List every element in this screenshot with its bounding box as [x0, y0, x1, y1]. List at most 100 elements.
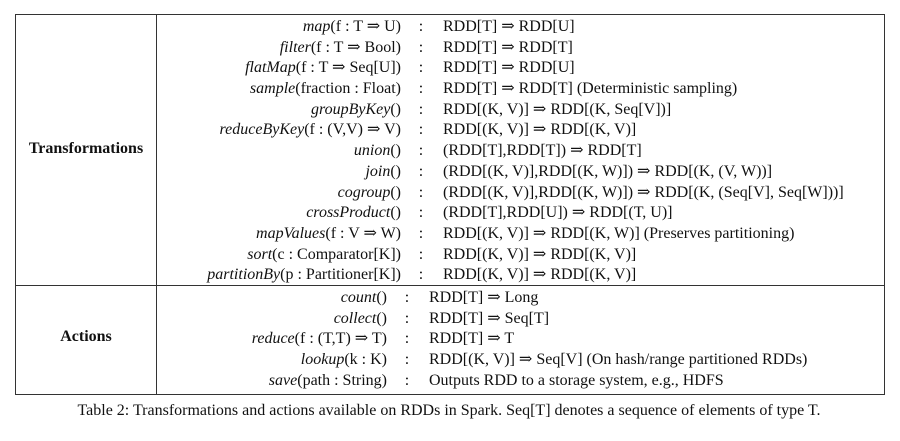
type-separator: : — [418, 266, 424, 284]
operation-name: join — [365, 162, 391, 180]
table-row: lookup(k : K) : RDD[(K, V)] ⇒ Seq[V] (On… — [156, 350, 884, 371]
actions-section: Actions count() : RDD[T] ⇒ Long collect(… — [16, 285, 884, 394]
type-separator: : — [418, 162, 424, 180]
operation-type: RDD[T] ⇒ RDD[U] — [443, 59, 575, 77]
operation-type: RDD[(K, V)] ⇒ RDD[(K, Seq[V])] — [443, 100, 672, 118]
type-separator: : — [404, 309, 410, 327]
table-row: flatMap(f : T ⇒ Seq[U]) : RDD[T] ⇒ RDD[U… — [156, 58, 884, 79]
operation-name: groupByKey — [310, 100, 391, 118]
operation-signature: filter(f : T ⇒ Bool) — [156, 38, 401, 59]
operation-args: () — [390, 100, 401, 118]
operation-name: sample — [249, 80, 296, 98]
table-row: crossProduct() : (RDD[T],RDD[U]) ⇒ RDD[(… — [156, 203, 884, 224]
type-separator: : — [404, 289, 410, 306]
table-row: save(path : String) : Outputs RDD to a s… — [156, 371, 884, 392]
operation-signature: sample(fraction : Float) — [156, 79, 401, 100]
operation-signature: save(path : String) — [156, 371, 387, 392]
type-separator: : — [418, 183, 424, 201]
table-row: reduce(f : (T,T) ⇒ T) : RDD[T] ⇒ T — [156, 329, 884, 350]
operation-signature: reduce(f : (T,T) ⇒ T) — [156, 329, 387, 350]
operation-args: (f : V ⇒ W) — [325, 224, 401, 242]
table-caption: Table 2: Transformations and actions ava… — [77, 402, 821, 419]
operation-signature: groupByKey() — [156, 100, 401, 121]
transformations-section: Transformations map(f : T ⇒ U) : RDD[T] … — [16, 15, 884, 285]
table-row: map(f : T ⇒ U) : RDD[T] ⇒ RDD[U] — [156, 17, 884, 38]
operation-signature: cogroup() — [156, 183, 401, 204]
operation-args: (p : Partitioner[K]) — [280, 266, 401, 284]
transformations-rows: map(f : T ⇒ U) : RDD[T] ⇒ RDD[U] filter(… — [156, 17, 884, 286]
type-separator: : — [404, 371, 410, 389]
column-divider — [156, 15, 157, 285]
type-separator: : — [418, 224, 424, 242]
operation-name: collect — [333, 309, 377, 327]
transformations-label: Transformations — [28, 140, 144, 157]
operation-type: Outputs RDD to a storage system, e.g., H… — [429, 371, 724, 389]
operation-args: (f : (V,V) ⇒ V) — [304, 121, 401, 139]
rdd-operations-table: Transformations map(f : T ⇒ U) : RDD[T] … — [15, 14, 885, 395]
type-separator: : — [418, 204, 424, 222]
table-row: sample(fraction : Float) : RDD[T] ⇒ RDD[… — [156, 79, 884, 100]
operation-signature: crossProduct() — [156, 203, 401, 224]
operation-name: reduce — [251, 330, 295, 348]
operation-args: () — [390, 204, 401, 222]
operation-signature: sort(c : Comparator[K]) — [156, 245, 401, 266]
operation-name: mapValues — [256, 224, 326, 242]
table-row: partitionBy(p : Partitioner[K]) : RDD[(K… — [156, 265, 884, 286]
operation-name: flatMap — [245, 59, 296, 77]
operation-signature: count() — [156, 288, 387, 309]
operation-args: (f : (T,T) ⇒ T) — [294, 330, 387, 348]
table-row: mapValues(f : V ⇒ W) : RDD[(K, V)] ⇒ RDD… — [156, 224, 884, 245]
operation-name: map — [302, 18, 331, 35]
table-row: reduceByKey(f : (V,V) ⇒ V) : RDD[(K, V)]… — [156, 120, 884, 141]
operation-type: (RDD[T],RDD[T]) ⇒ RDD[T] — [443, 142, 642, 160]
operation-name: cogroup — [337, 183, 391, 201]
operation-name: lookup — [300, 351, 345, 369]
table-row: join() : (RDD[(K, V)],RDD[(K, W)]) ⇒ RDD… — [156, 162, 884, 183]
operation-args: () — [376, 309, 387, 327]
operation-signature: reduceByKey(f : (V,V) ⇒ V) — [156, 120, 402, 141]
operation-type: RDD[(K, V)] ⇒ RDD[(K, W)] (Preserves par… — [443, 224, 795, 242]
type-separator: : — [418, 18, 424, 35]
column-divider — [156, 286, 157, 394]
operation-name: sort — [247, 245, 273, 263]
table-row: cogroup() : (RDD[(K, V)],RDD[(K, W)]) ⇒ … — [156, 183, 884, 204]
type-separator: : — [418, 100, 424, 118]
operation-type: RDD[(K, V)] ⇒ RDD[(K, V)] — [443, 266, 637, 284]
operation-args: (fraction : Float) — [295, 80, 401, 98]
type-separator: : — [404, 351, 410, 369]
operation-name: reduceByKey — [219, 121, 305, 139]
type-separator: : — [418, 80, 424, 98]
operation-type: RDD[T] ⇒ RDD[U] — [443, 18, 575, 35]
operation-args: (path : String) — [297, 371, 387, 389]
operation-name: crossProduct — [306, 204, 391, 222]
type-separator: : — [418, 59, 424, 77]
table-row: collect() : RDD[T] ⇒ Seq[T] — [156, 309, 884, 330]
type-separator: : — [418, 142, 424, 160]
operation-type: RDD[(K, V)] ⇒ RDD[(K, V)] — [443, 121, 637, 139]
type-separator: : — [418, 38, 424, 56]
operation-signature: flatMap(f : T ⇒ Seq[U]) — [156, 58, 401, 79]
table-row: filter(f : T ⇒ Bool) : RDD[T] ⇒ RDD[T] — [156, 38, 884, 59]
operation-name: save — [268, 371, 298, 389]
operation-type: RDD[T] ⇒ Long — [429, 289, 539, 306]
operation-args: () — [376, 289, 387, 306]
operation-signature: mapValues(f : V ⇒ W) — [156, 224, 401, 245]
operation-args: (c : Comparator[K]) — [272, 245, 401, 263]
operation-args: (k : K) — [344, 351, 387, 369]
operation-type: RDD[(K, V)] ⇒ RDD[(K, V)] — [443, 245, 637, 263]
type-separator: : — [404, 330, 410, 348]
operation-args: () — [390, 183, 401, 201]
operation-args: () — [390, 142, 401, 160]
actions-label: Actions — [60, 328, 112, 345]
type-separator: : — [418, 245, 424, 263]
operation-args: (f : T ⇒ Seq[U]) — [295, 59, 401, 77]
operation-signature: join() — [156, 162, 401, 183]
operation-type: RDD[(K, V)] ⇒ Seq[V] (On hash/range part… — [429, 351, 808, 369]
operation-signature: union() — [156, 141, 401, 162]
operation-type: (RDD[(K, V)],RDD[(K, W)]) ⇒ RDD[(K, (V, … — [443, 162, 773, 180]
operation-args: () — [390, 162, 401, 180]
operation-type: RDD[T] ⇒ RDD[T] (Deterministic sampling) — [443, 80, 738, 98]
operation-signature: lookup(k : K) — [156, 350, 387, 371]
operation-args: (f : T ⇒ U) — [330, 18, 401, 35]
table-row: sort(c : Comparator[K]) : RDD[(K, V)] ⇒ … — [156, 245, 884, 266]
